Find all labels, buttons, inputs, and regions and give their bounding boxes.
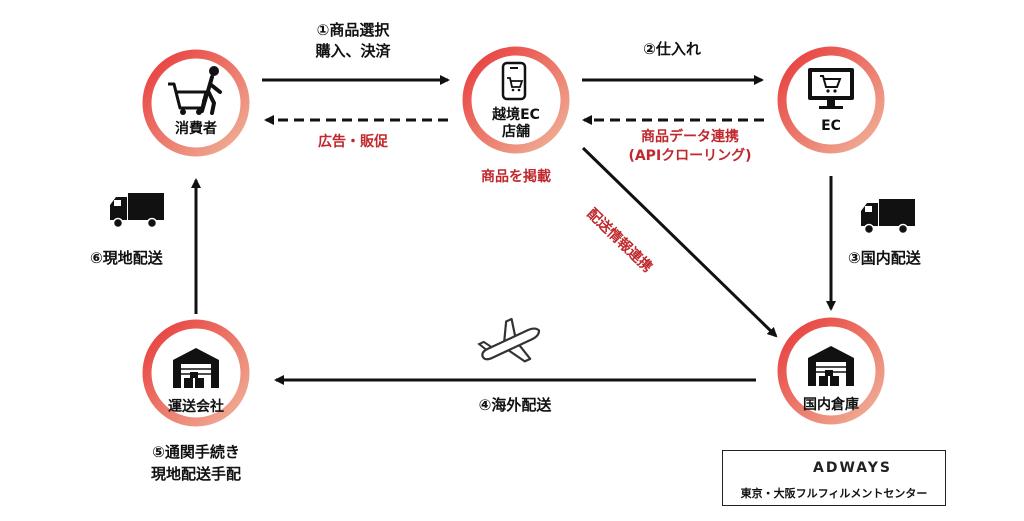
step5-label: ⑤通関手続き 現地配送手配 [151,441,241,485]
store-label-line1: 越境EC [492,107,540,123]
ads-label: 広告・販促 [318,134,388,150]
warehouse-icon [808,346,854,386]
step1-line2: 購入、決済 [315,42,391,60]
truck-icon [861,199,915,235]
listing-label: 商品を掲載 [481,169,551,185]
smartphone-cart-icon [501,61,527,101]
adways-logo-box: ADWAYS 東京・大阪フルフィルメントセンター [722,450,946,506]
step1-line1: ①商品選択 [316,21,390,39]
store-label-line2: 店舗 [502,124,530,140]
store-label: 越境EC 店舗 [492,107,540,141]
consumer-label: 消費者 [175,121,217,137]
shopping-cart-person-icon [168,66,222,115]
step5-line1: ⑤通関手続き [152,443,240,461]
product-data-label: 商品データ連携 (APIクローリング) [628,128,751,166]
ec-label: EC [821,118,841,134]
monitor-cart-icon [808,68,854,109]
step2-label: ②仕入れ [643,40,701,58]
shipping-company-node [142,319,250,427]
step5-line2: 現地配送手配 [150,465,242,483]
ec-node [777,46,885,154]
step1-label: ①商品選択 購入、決済 [315,20,390,62]
shipping-company-label: 運送会社 [168,399,224,415]
truck-icon [110,193,164,229]
product-data-line1: 商品データ連携 [640,129,739,145]
airplane-icon [477,317,541,363]
store-node [462,46,570,154]
fulfillment-center-caption: 東京・大阪フルフィルメントセンター [740,487,928,500]
domestic-warehouse-node [777,317,885,425]
warehouse-icon [173,348,219,388]
domestic-warehouse-label: 国内倉庫 [803,397,859,413]
step4-label: ④海外配送 [478,396,552,414]
adways-brand: ADWAYS [813,460,892,476]
product-data-line2: (APIクローリング) [628,148,752,164]
delivery-info-arrow [581,146,778,338]
consumer-node [142,49,250,157]
step6-label: ⑥現地配送 [90,249,163,267]
step3-label: ③国内配送 [848,249,921,267]
